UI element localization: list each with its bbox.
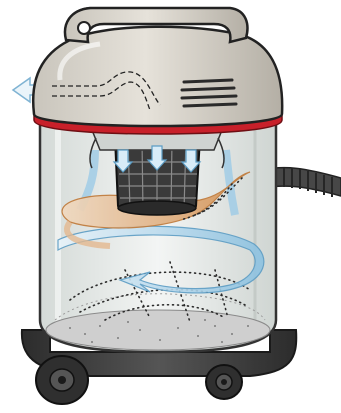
wheel-icon bbox=[206, 365, 242, 399]
wheel-icon bbox=[36, 356, 88, 404]
